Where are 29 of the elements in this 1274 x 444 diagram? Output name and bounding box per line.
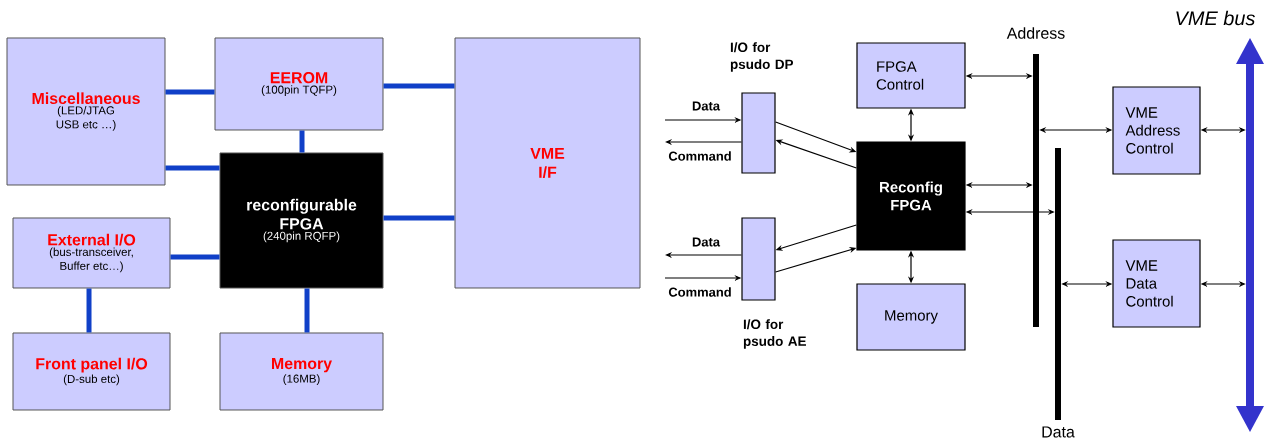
- fpga-box: Reconfig FPGA: [856, 141, 966, 251]
- bus-connector: [383, 215, 455, 221]
- bus-connector: [86, 288, 92, 333]
- io-heading: I/O for psudo DP: [730, 42, 794, 72]
- block-box: FPGA Control: [856, 42, 966, 109]
- edge-label: Command: [668, 151, 731, 161]
- bus-label: Data: [1042, 426, 1075, 438]
- block-box: External I/O (bus-transceiver, Buffer etc…): [12, 217, 171, 289]
- edge-label: Data: [692, 101, 721, 111]
- block-box: Front panel I/O (D-sub etc): [12, 332, 171, 411]
- bus-connector: [299, 130, 305, 153]
- block-box: VME Data Control: [1112, 239, 1201, 328]
- fpga-box: reconfigurable FPGA (240pin RQFP): [219, 152, 384, 289]
- edge-label: Data: [692, 237, 721, 247]
- bus-connector: [304, 288, 310, 333]
- block-box: Memory: [856, 283, 966, 351]
- bus-label: Address: [1006, 27, 1065, 39]
- block-box: Memory (16MB): [219, 332, 384, 411]
- io-heading: I/O for psudo AE: [743, 319, 806, 349]
- block-box: EEROM (100pin TQFP): [214, 37, 384, 131]
- edge-label: Command: [668, 287, 731, 297]
- block-box: VME Address Control: [1112, 86, 1201, 175]
- bus-connector: [165, 89, 215, 95]
- bus-connector: [165, 165, 220, 171]
- bus-connector: [170, 254, 220, 260]
- block-box: Miscellaneous (LED/JTAG USB etc …): [6, 37, 166, 186]
- block-box: VME I/F: [454, 37, 641, 289]
- bus-connector: [383, 83, 455, 89]
- bus-label: VME bus: [1176, 10, 1255, 26]
